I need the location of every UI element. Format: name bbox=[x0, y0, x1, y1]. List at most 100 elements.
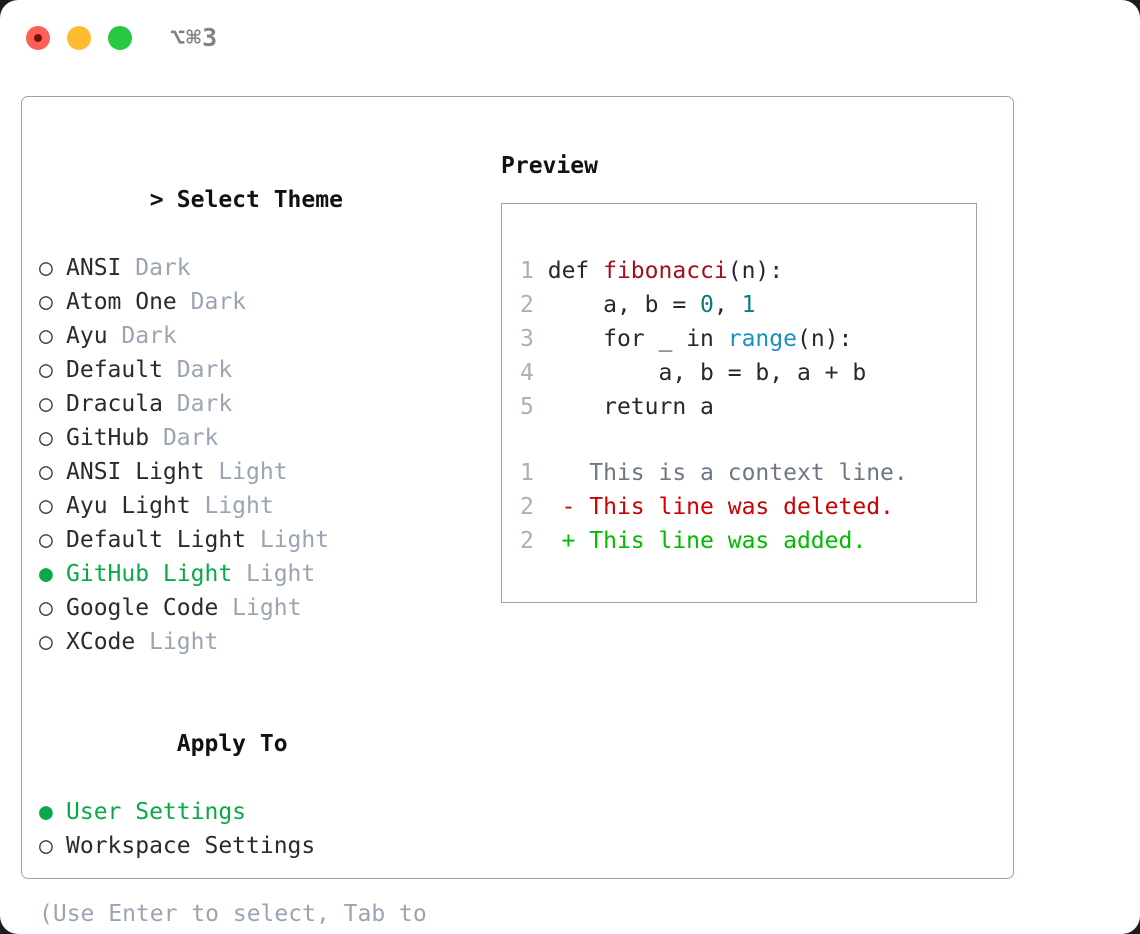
code-line: 4 a, b = b, a + b bbox=[520, 356, 866, 390]
select-theme-heading: > Select Theme bbox=[39, 149, 489, 251]
diff-marker: + bbox=[533, 528, 576, 554]
theme-option-label: Dracula bbox=[66, 391, 163, 417]
theme-option-label: GitHub bbox=[66, 425, 150, 451]
theme-option-variant-tag: Dark bbox=[149, 425, 219, 451]
code-gutter-gap bbox=[534, 292, 548, 318]
code-line: 1 def fibonacci(n): bbox=[520, 254, 866, 288]
code-token-num: 0 bbox=[700, 292, 714, 318]
radio-unselected-icon: ○ bbox=[39, 323, 53, 349]
code-gutter-gap bbox=[534, 360, 548, 386]
apply-to-option-user-settings[interactable]: ● User Settings bbox=[39, 795, 489, 829]
keyboard-hint: (Use Enter to select, Tab to change focu… bbox=[39, 901, 427, 927]
theme-option-label: ANSI Light bbox=[66, 459, 205, 485]
theme-option-variant-tag: Dark bbox=[176, 289, 247, 315]
diff-line-del: 2 - This line was deleted. bbox=[520, 490, 908, 524]
theme-option-variant-tag: Light bbox=[232, 561, 316, 587]
code-token-plain: (n): bbox=[727, 258, 784, 284]
theme-option-label: XCode bbox=[66, 629, 136, 655]
theme-list: ○ANSI Dark○Atom One Dark○Ayu Dark○Defaul… bbox=[39, 251, 489, 659]
radio-unselected-icon: ○ bbox=[39, 527, 53, 553]
radio-unselected-icon: ○ bbox=[39, 629, 53, 655]
theme-option-default[interactable]: ○Default Dark bbox=[39, 353, 489, 387]
theme-option-label: ANSI bbox=[66, 255, 122, 281]
diff-sample: 1 This is a context line.2 - This line w… bbox=[520, 456, 908, 558]
diff-line-text: This line was added. bbox=[575, 528, 867, 554]
code-token-kw: range bbox=[727, 326, 797, 352]
diff-marker bbox=[534, 460, 576, 486]
apply-to-heading: Apply To bbox=[39, 693, 489, 795]
code-token-plain: , bbox=[713, 292, 742, 318]
theme-option-github-light[interactable]: ●GitHub Light Light bbox=[39, 557, 489, 591]
focus-caret-icon: > bbox=[149, 187, 164, 213]
diff-line-ctx: 1 This is a context line. bbox=[520, 456, 908, 490]
title-bar: ⌥⌘3 bbox=[0, 0, 1140, 78]
radio-selected-icon: ● bbox=[39, 799, 53, 825]
hint-spacer bbox=[39, 863, 489, 897]
theme-option-default-light[interactable]: ○Default Light Light bbox=[39, 523, 489, 557]
apply-to-caret-placeholder bbox=[150, 727, 177, 761]
diff-line-text: This is a context line. bbox=[575, 460, 908, 486]
theme-option-ayu-light[interactable]: ○Ayu Light Light bbox=[39, 489, 489, 523]
radio-unselected-icon: ○ bbox=[39, 595, 53, 621]
main-panel: >Select Theme ○ANSI Dark○Atom One Dark○A… bbox=[21, 96, 1014, 927]
diff-line-number: 1 bbox=[520, 460, 534, 486]
theme-option-variant-tag: Light bbox=[246, 527, 330, 553]
theme-option-dracula[interactable]: ○ Dracula Dark bbox=[39, 387, 489, 421]
theme-option-xcode[interactable]: ○ XCode Light bbox=[39, 625, 489, 659]
theme-option-label: Atom One bbox=[66, 289, 177, 315]
theme-option-label: Ayu bbox=[66, 323, 108, 349]
theme-option-variant-tag: Dark bbox=[162, 391, 233, 417]
apply-to-option-workspace-settings[interactable]: ○Workspace Settings bbox=[39, 829, 489, 863]
radio-unselected-icon: ○ bbox=[39, 459, 53, 485]
code-line: 2 a, b = 0, 1 bbox=[520, 288, 866, 322]
theme-option-variant-tag: Dark bbox=[107, 323, 177, 349]
code-token-plain: a, b = b, a + b bbox=[547, 360, 867, 386]
diff-line-text: This line was deleted. bbox=[575, 494, 894, 520]
code-line-number: 4 bbox=[520, 360, 534, 386]
apply-to-option-label: User Settings bbox=[66, 799, 247, 825]
code-token-plain: a, b = bbox=[547, 292, 701, 318]
theme-option-ansi[interactable]: ○ ANSI Dark bbox=[39, 251, 489, 285]
theme-option-google-code[interactable]: ○Google Code Light bbox=[39, 591, 489, 625]
theme-option-variant-tag: Light bbox=[218, 595, 302, 621]
minimize-button[interactable] bbox=[67, 26, 91, 50]
code-gutter-gap bbox=[534, 258, 548, 284]
right-column: Preview 1 def fibonacci(n):2 a, b = 0, 1… bbox=[501, 149, 991, 603]
theme-option-github[interactable]: ○ GitHub Dark bbox=[39, 421, 489, 455]
theme-option-ansi-light[interactable]: ○ ANSI Light Light bbox=[39, 455, 489, 489]
close-button[interactable] bbox=[26, 26, 50, 50]
code-token-num: 1 bbox=[741, 292, 756, 318]
code-line-number: 3 bbox=[520, 326, 534, 352]
code-token-plain: def bbox=[547, 258, 604, 284]
theme-option-ayu[interactable]: ○ Ayu Dark bbox=[39, 319, 489, 353]
radio-unselected-icon: ○ bbox=[39, 255, 53, 281]
diff-line-number: 2 bbox=[520, 528, 534, 554]
radio-unselected-icon: ○ bbox=[39, 493, 53, 519]
zoom-button[interactable] bbox=[108, 26, 132, 50]
theme-option-variant-tag: Dark bbox=[121, 255, 191, 281]
radio-unselected-icon: ○ bbox=[39, 289, 53, 315]
code-token-plain: (n): bbox=[796, 326, 853, 352]
radio-unselected-icon: ○ bbox=[39, 391, 53, 417]
theme-option-variant-tag: Light bbox=[135, 629, 219, 655]
code-token-plain: return a bbox=[547, 394, 714, 420]
code-line-number: 2 bbox=[520, 292, 534, 318]
code-line-number: 5 bbox=[520, 394, 534, 420]
code-gutter-gap bbox=[534, 394, 548, 420]
theme-option-atom-one[interactable]: ○ Atom One Dark bbox=[39, 285, 489, 319]
theme-option-label: GitHub Light bbox=[66, 561, 233, 587]
section-spacer bbox=[39, 659, 489, 693]
radio-unselected-icon: ○ bbox=[39, 833, 53, 859]
select-theme-heading-label: Select Theme bbox=[176, 187, 343, 213]
code-token-func: fibonacci bbox=[603, 258, 728, 284]
radio-unselected-icon: ○ bbox=[39, 357, 53, 383]
diff-line-number: 2 bbox=[520, 494, 534, 520]
code-token-plain: for _ in bbox=[547, 326, 728, 352]
radio-unselected-icon: ○ bbox=[39, 425, 53, 451]
theme-option-variant-tag: Dark bbox=[162, 357, 233, 383]
theme-option-variant-tag: Light bbox=[204, 459, 288, 485]
code-line-number: 1 bbox=[520, 258, 534, 284]
